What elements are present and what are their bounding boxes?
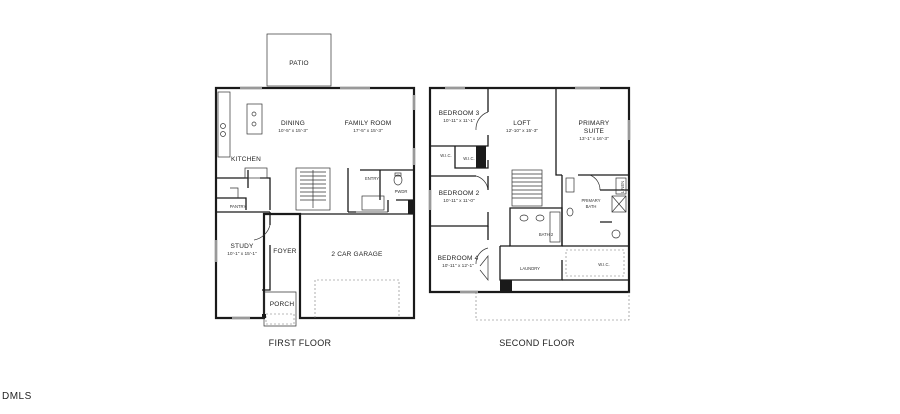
patio-outline <box>266 33 332 87</box>
dining-label: DINING <box>281 120 305 127</box>
second-floor-plan: BEDROOM 3 10'-11" x 11'-1" LOFT 12'-10" … <box>428 86 631 348</box>
first-floor-title: FIRST FLOOR <box>269 338 332 348</box>
linen-label: LINEN <box>620 181 625 193</box>
primary-bath-walls <box>561 175 629 247</box>
dining-dimensions: 10'-5" x 15'-3" <box>278 128 308 134</box>
bath2-walls <box>509 207 563 247</box>
loft-label: LOFT <box>513 120 530 127</box>
first-floor-plan: PATIO DINING 10'-5" x 15'-3" FAMILY ROOM… <box>214 33 416 348</box>
study-label: STUDY <box>230 243 253 250</box>
primary-suite-label-line1: PRIMARY <box>579 120 610 127</box>
pantry-label: PANTRY <box>230 204 247 209</box>
garage-label: 2 CAR GARAGE <box>331 251 383 258</box>
porch-label: PORCH <box>270 301 295 308</box>
study-wall <box>216 211 271 291</box>
kitchen-island <box>246 103 263 135</box>
foyer-label: FOYER <box>273 248 296 255</box>
entry-label: ENTRY <box>365 176 379 181</box>
second-floor-stairs <box>511 169 543 207</box>
porch-outline <box>263 291 297 327</box>
study-dimensions: 10'-1" x 15'-1" <box>227 251 257 257</box>
pwdr-label: PWDR <box>395 189 408 194</box>
primary-wic-label: W.I.C. <box>598 262 609 267</box>
bedroom3-walls <box>430 88 489 169</box>
wic-b-label: W.I.C. <box>463 156 474 161</box>
bath2-label: BATH 2 <box>539 232 554 237</box>
kitchen-counter <box>217 91 231 158</box>
pantry-walls <box>216 197 247 210</box>
bedroom2-label: BEDROOM 2 <box>439 190 480 197</box>
dmls-watermark: DMLS <box>2 391 32 402</box>
primary-suite-walls <box>555 88 629 176</box>
family-room-dimensions: 17'-5" x 15'-3" <box>353 128 383 134</box>
laundry-label: LAUNDRY <box>520 266 540 271</box>
family-room-label: FAMILY ROOM <box>345 120 392 127</box>
primary-suite-label-line2: SUITE <box>584 128 605 135</box>
kitchen-label: KITCHEN <box>231 156 261 163</box>
bedroom3-label: BEDROOM 3 <box>439 110 480 117</box>
primary-wic-walls <box>562 245 629 281</box>
bedroom4-label: BEDROOM 4 <box>438 255 479 262</box>
primary-bath-label-line2: BATH <box>586 204 597 209</box>
primary-bath-label-line1: PRIMARY <box>581 198 600 203</box>
bedroom4-dimensions: 10'-11" x 12'-1" <box>442 263 474 269</box>
bedroom2-dimensions: 10'-11" x 11'-0" <box>443 198 475 204</box>
bedroom3-dimensions: 10'-11" x 11'-1" <box>443 118 475 124</box>
loft-dimensions: 12'-10" x 15'-3" <box>506 128 538 134</box>
second-floor-title: SECOND FLOOR <box>499 338 575 348</box>
entry-walls <box>347 168 414 213</box>
first-floor-stairs <box>295 167 331 211</box>
patio-label: PATIO <box>289 60 309 67</box>
primary-suite-dimensions: 13'-1" x 16'-3" <box>579 136 609 142</box>
wic-a-label: W.I.C. <box>440 153 451 158</box>
laundry-walls <box>487 226 563 281</box>
